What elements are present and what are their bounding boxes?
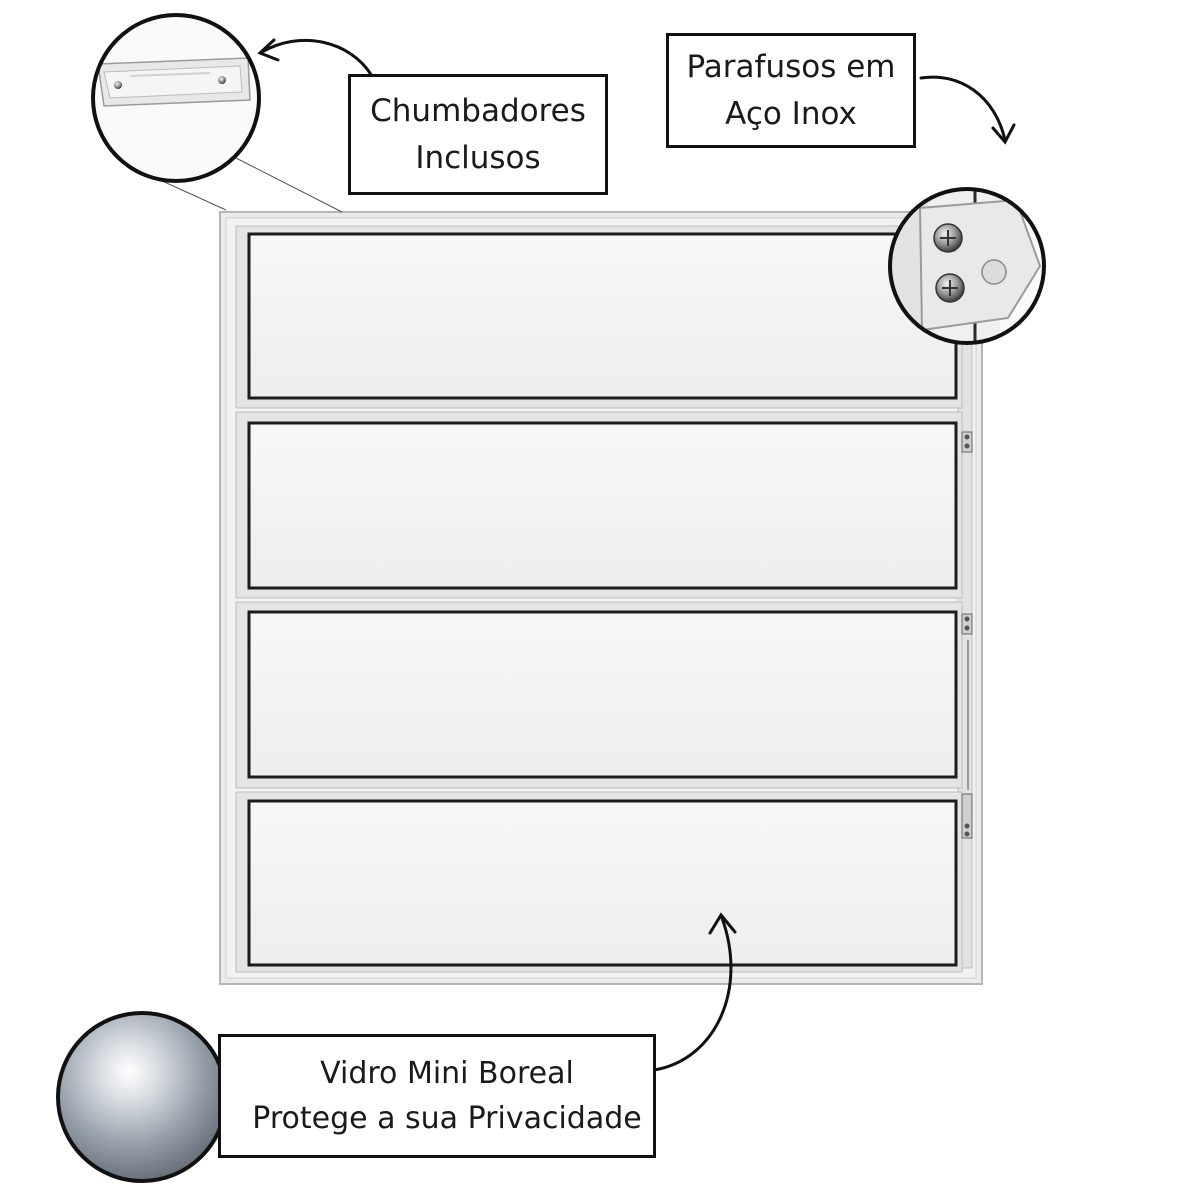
glass-panel-2 bbox=[235, 411, 963, 599]
hinge-bracket-3 bbox=[961, 793, 973, 839]
callout-parafusos-line1: Parafusos em bbox=[686, 49, 896, 85]
callout-vidro-line2: Protege a sua Privacidade bbox=[252, 1101, 642, 1136]
callout-parafusos: Parafusos em Aço Inox bbox=[666, 33, 916, 148]
arrow-to-glass bbox=[652, 912, 737, 1072]
callout-vidro: Vidro Mini Boreal Protege a sua Privacid… bbox=[218, 1034, 656, 1158]
arrow-to-screws bbox=[919, 75, 1016, 145]
arrow-to-bracket bbox=[257, 38, 374, 78]
glass-panel-3 bbox=[235, 601, 963, 789]
glass-texture-sphere bbox=[56, 1011, 228, 1183]
hinge-bracket-2 bbox=[961, 613, 973, 635]
callout-chumbadores: Chumbadores Inclusos bbox=[348, 74, 608, 195]
callout-chumbadores-line1: Chumbadores bbox=[370, 93, 586, 129]
stainless-screws-zoom bbox=[888, 187, 1046, 345]
glass-panel-1 bbox=[235, 225, 963, 409]
anchor-bracket-zoom bbox=[91, 13, 343, 213]
glass-panel-4 bbox=[235, 791, 963, 973]
callout-parafusos-line2: Aço Inox bbox=[725, 95, 857, 132]
hinge-bracket-1 bbox=[961, 431, 973, 453]
callout-vidro-line1: Vidro Mini Boreal bbox=[320, 1056, 574, 1091]
callout-chumbadores-line2: Inclusos bbox=[415, 139, 541, 176]
